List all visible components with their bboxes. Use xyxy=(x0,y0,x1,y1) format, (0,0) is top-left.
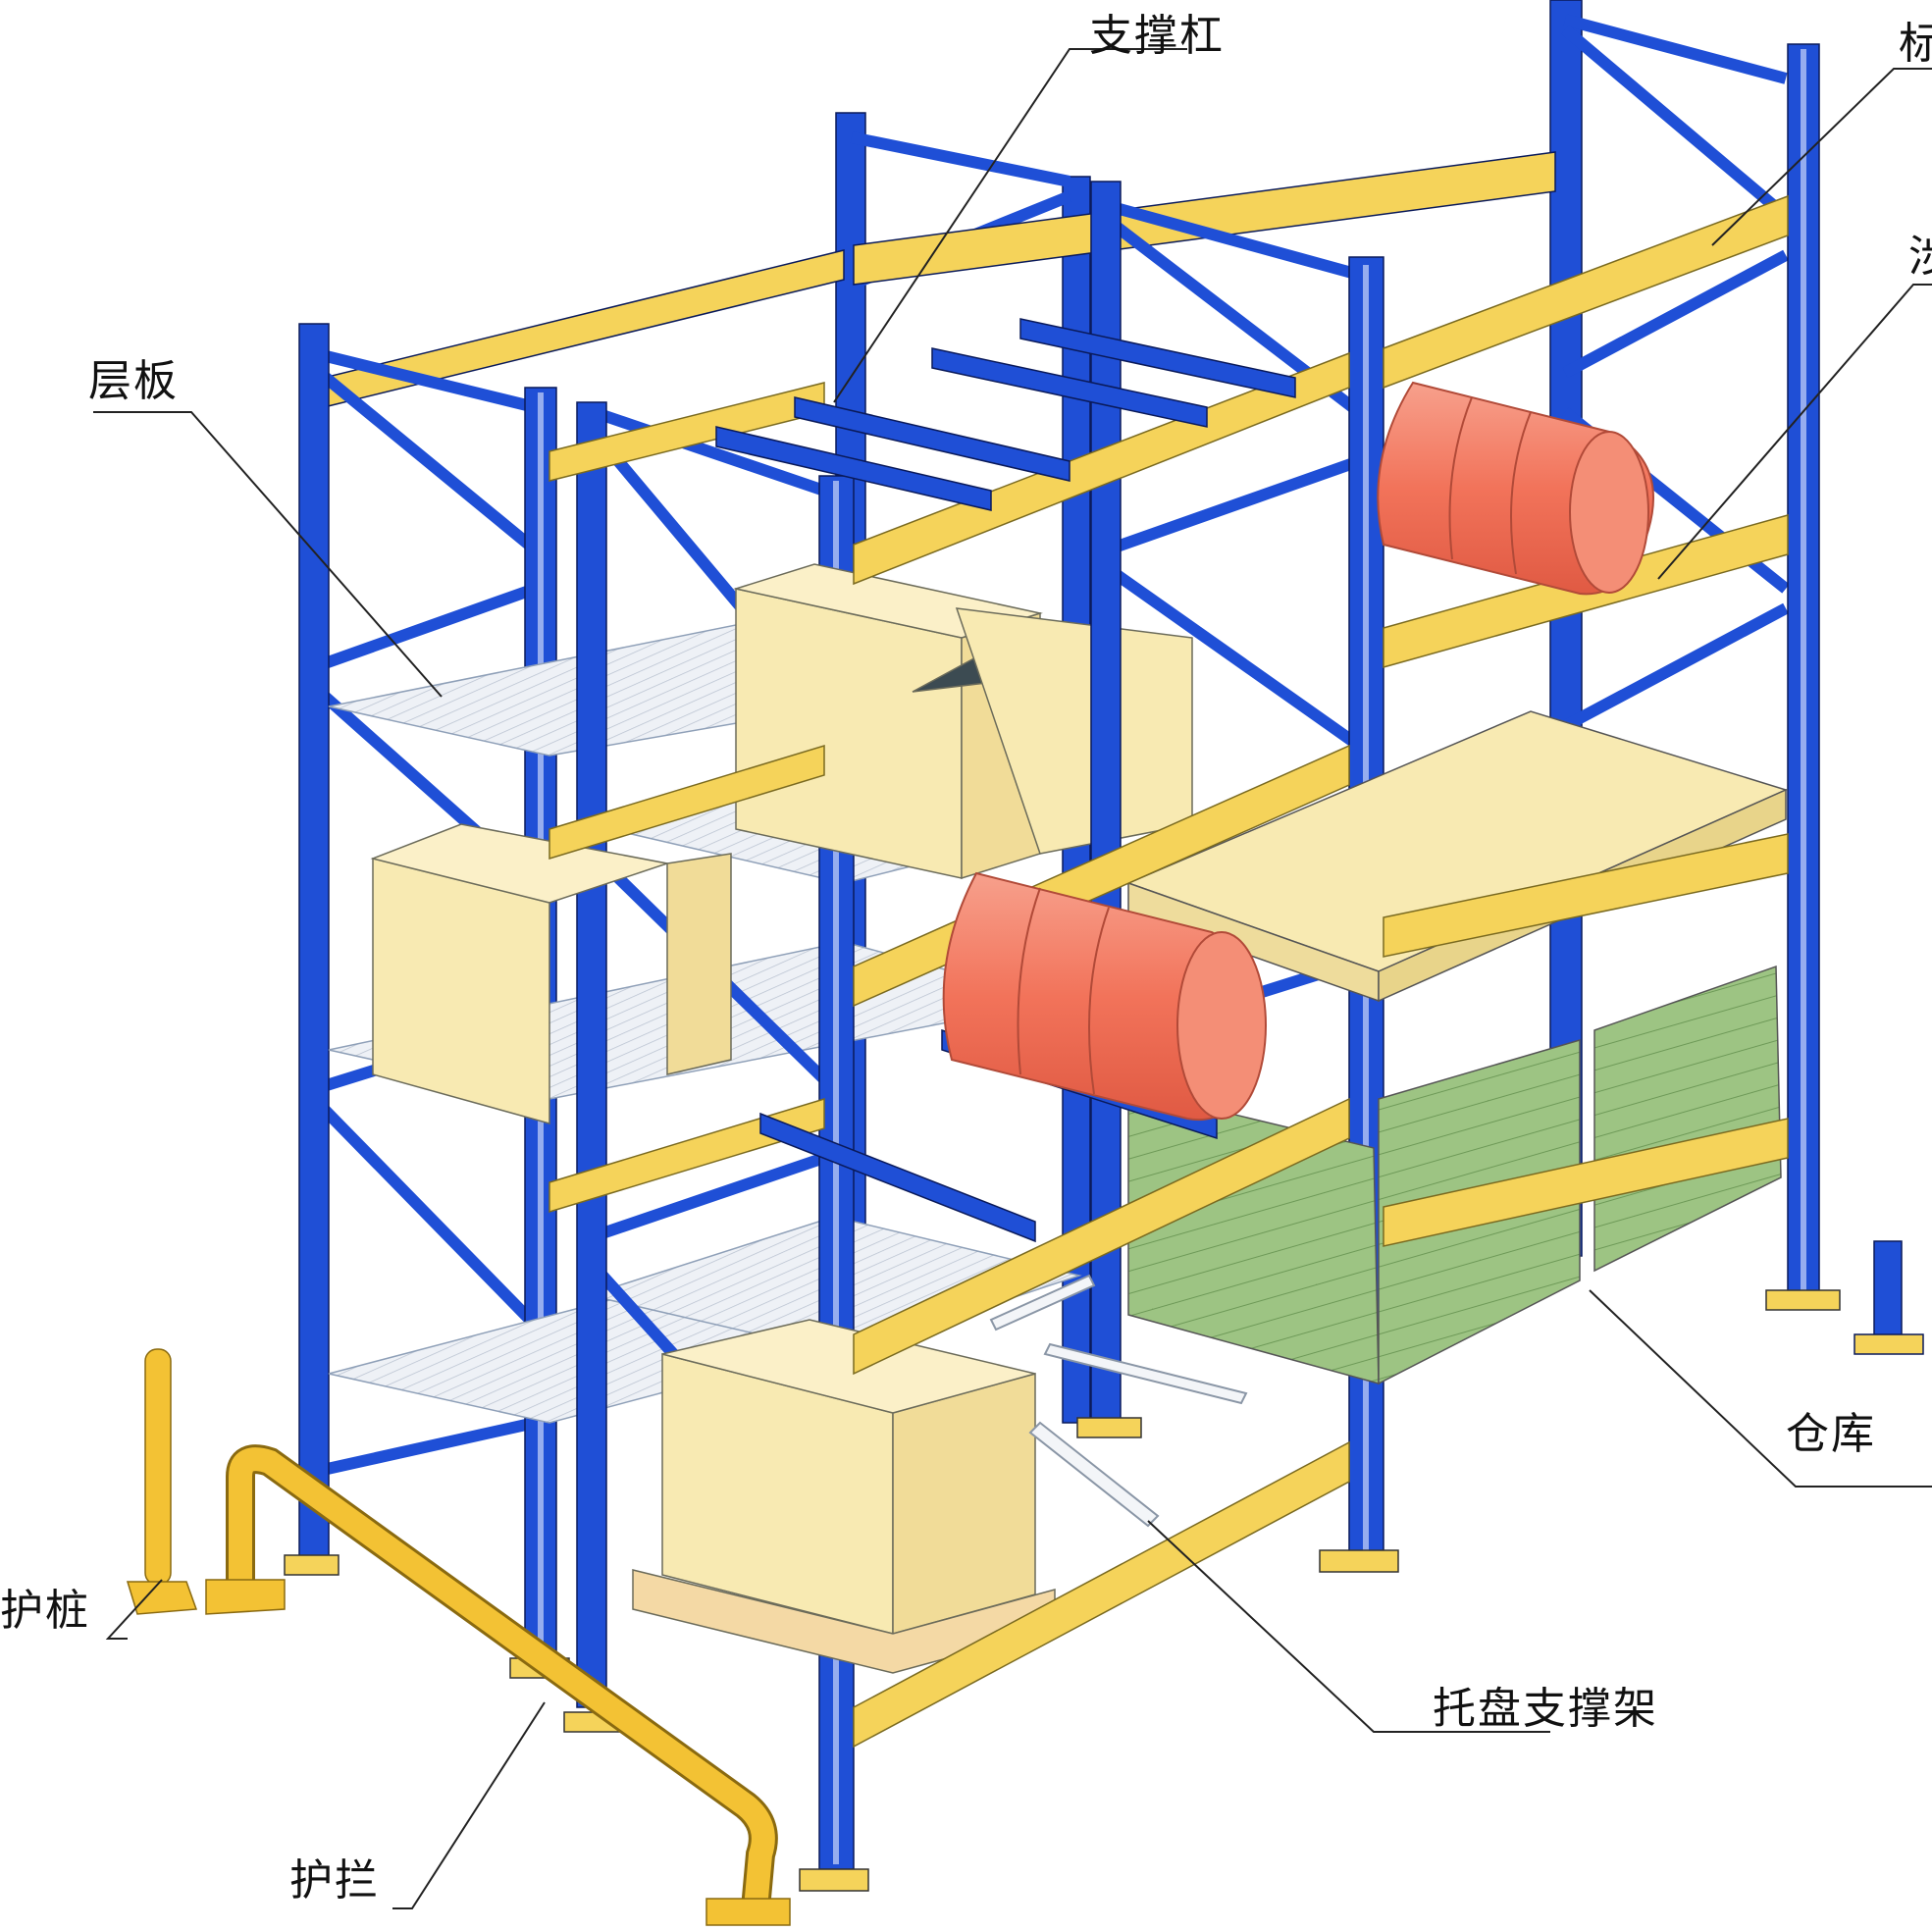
crate-right xyxy=(1593,965,1782,1273)
pallet-supports xyxy=(989,1274,1248,1528)
leader-lines xyxy=(93,48,1932,1909)
small-guard-post-right xyxy=(1854,1240,1924,1355)
label-guard-post: 护桩 xyxy=(0,1586,90,1636)
label-pallet-support: 托盘支撑架 xyxy=(1433,1684,1658,1734)
boxes-left xyxy=(370,563,1193,1674)
drum-upper xyxy=(1377,381,1654,596)
upright-left-back xyxy=(298,323,330,1561)
label-shelf-panel: 层板 xyxy=(88,356,179,406)
label-tag-partial: 标 xyxy=(1899,19,1932,69)
label-support-bar: 支撑杠 xyxy=(1089,11,1225,61)
upright-mid-back xyxy=(576,401,607,1708)
guard-rail xyxy=(205,1444,791,1926)
drum-lower xyxy=(942,871,1267,1122)
label-partial-right: 涉 xyxy=(1908,221,1932,284)
guard-post xyxy=(126,1348,198,1615)
label-guard-rail: 护拦 xyxy=(289,1855,380,1906)
label-warehouse-partial: 仓库 xyxy=(1786,1409,1876,1459)
